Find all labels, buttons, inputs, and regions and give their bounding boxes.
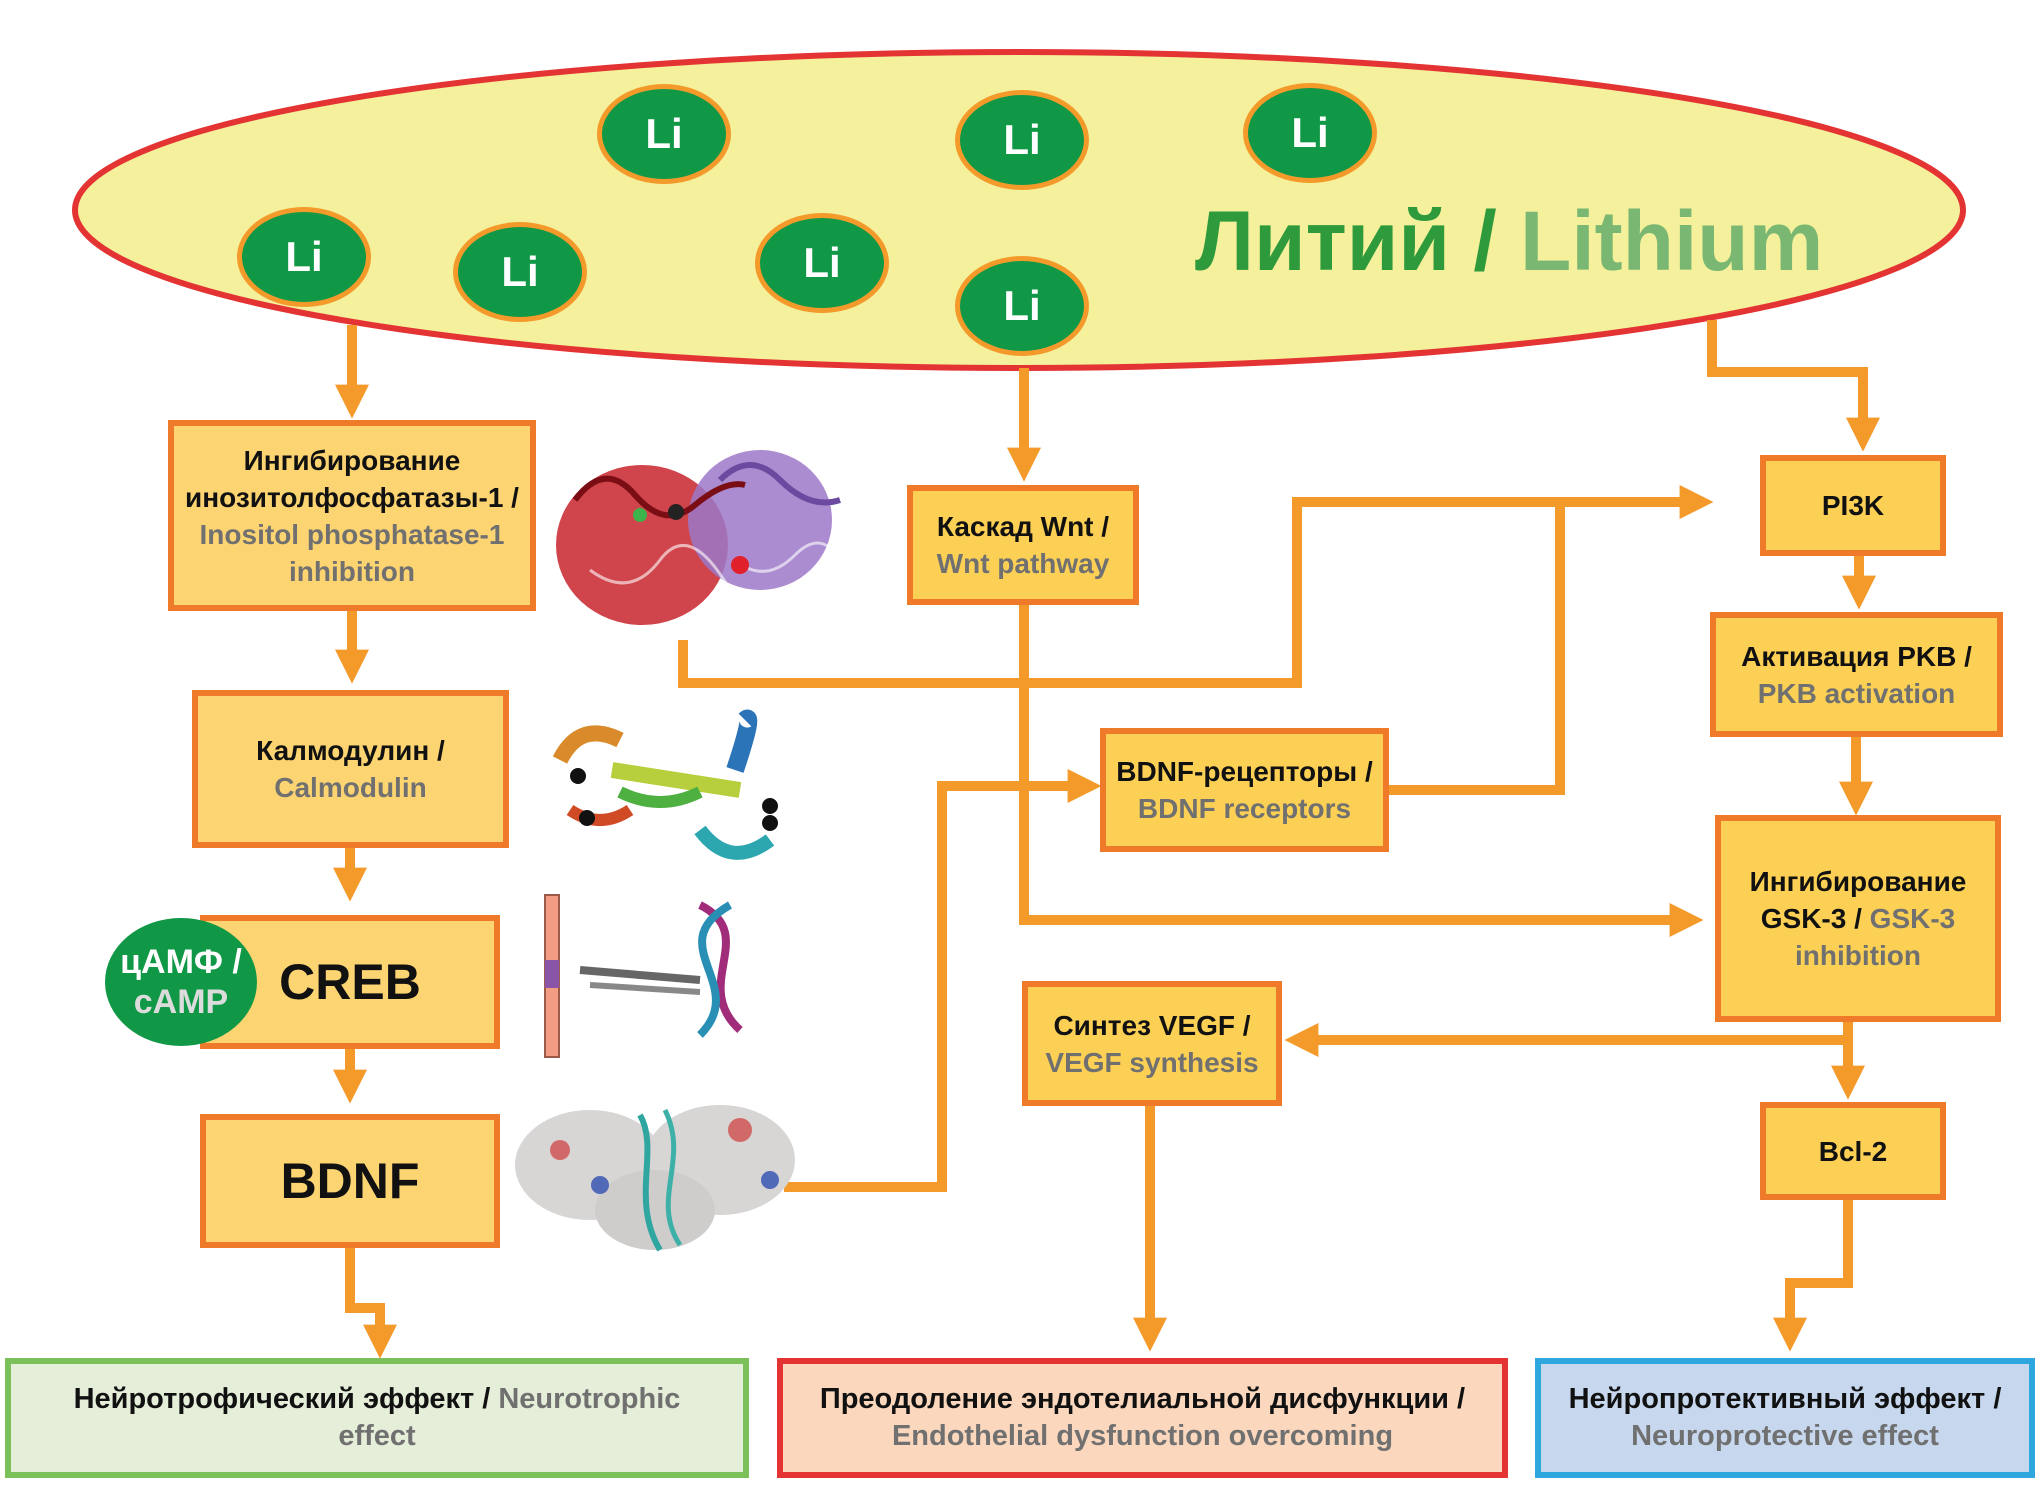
ipp1-label-en: Inositol phosphatase-1 inhibition [199, 518, 505, 587]
arrow-receptors-to-pi3k [1389, 507, 1565, 795]
ipp1-inhibition-box: Ингибирование инозитолфосфатазы-1 / Inos… [168, 420, 536, 611]
gsk3-label-en-inline: GSK-3 [1869, 903, 1956, 934]
bdnf-box: BDNF [200, 1114, 500, 1248]
calmodulin-box: Калмодулин / Calmodulin [192, 690, 509, 848]
arrow-bdnf-to-receptors [784, 768, 1102, 1192]
wnt-pathway-box: Каскад Wnt / Wnt pathway [907, 485, 1139, 605]
lithium-ion: Li [955, 90, 1089, 190]
gsk3-label-en-line3: inhibition [1795, 940, 1921, 971]
lithium-ion: Li [1243, 83, 1377, 183]
creb-box: CREB [200, 915, 500, 1049]
gsk3-label-ru-line2: GSK-3 / [1760, 903, 1862, 934]
neuroprotective-effect-box: Нейропротективный эффект / Neuroprotecti… [1535, 1358, 2035, 1478]
bdnf-surface-structure [515, 1105, 795, 1252]
vegf-label-ru: Синтез VEGF / [1053, 1009, 1251, 1041]
camp-label-en: cAMP [133, 983, 229, 1021]
neurotrophic-effect-box: Нейротрофический эффект / Neurotrophic e… [5, 1358, 749, 1478]
lithium-title-separator: / [1450, 194, 1521, 288]
neurotrophic-label: Нейротрофический эффект / Neurotrophic e… [31, 1381, 723, 1455]
lithium-title-en: Lithium [1520, 194, 1824, 288]
endothelial-label-en: Endothelial dysfunction overcoming [891, 1420, 1394, 1452]
bcl2-box: Bcl-2 [1760, 1102, 1946, 1200]
lithium-title: Литий / Lithium [1195, 195, 1823, 287]
neuroprotective-label-en: Neuroprotective effect [1631, 1420, 1939, 1452]
lithium-title-ru: Литий [1195, 194, 1450, 288]
neurotrophic-label-en: Neurotrophic effect [338, 1383, 681, 1452]
ipp1-label-ru: Ингибирование инозитолфосфатазы-1 / [185, 444, 519, 513]
bdnf-label: BDNF [280, 1153, 420, 1209]
lithium-ion: Li [597, 84, 731, 184]
camp-label-ru: цАМФ / [120, 943, 242, 981]
arrow-wnt-to-gsk3 [1019, 605, 1704, 938]
bdnf-receptors-label-en: BDNF receptors [1137, 793, 1352, 824]
neurotrophic-label-ru: Нейротрофический эффект / [73, 1383, 491, 1415]
pkb-label-en: PKB activation [1757, 677, 1956, 709]
pi3k-box: PI3K [1760, 455, 1946, 556]
pi3k-label: PI3K [1821, 490, 1885, 521]
arrow-bdnf-to-neurotrophic [345, 1248, 398, 1359]
camp-badge: цАМФ / cAMP [105, 918, 257, 1046]
lithium-ion: Li [955, 256, 1089, 356]
calmodulin-protein-structure [552, 709, 778, 860]
calmodulin-label-ru: Калмодулин / [256, 735, 445, 766]
neuroprotective-label-ru: Нейропротективный эффект / [1568, 1383, 2002, 1415]
endothelial-label-ru: Преодоление эндотелиальной дисфункции / [819, 1383, 1466, 1415]
pkb-label-ru: Активация PKB / [1741, 640, 1972, 672]
bdnf-receptors-label-ru: BDNF-рецепторы / [1116, 756, 1373, 787]
bcl2-label: Bcl-2 [1818, 1135, 1888, 1167]
creb-label: CREB [279, 954, 421, 1010]
gsk3-label-ru-line1: Ингибирование [1749, 866, 1967, 897]
creb-dna-binding-structure [544, 894, 743, 1058]
inositol-phosphatase-protein-structure [556, 450, 847, 625]
pkb-activation-box: Активация PKB / PKB activation [1710, 612, 2003, 737]
gsk3-inhibition-box: Ингибирование GSK-3 / GSK-3 inhibition [1715, 815, 2001, 1022]
vegf-label-en: VEGF synthesis [1045, 1046, 1259, 1078]
vegf-synthesis-box: Синтез VEGF / VEGF synthesis [1022, 981, 1282, 1106]
gsk3-label-line2: GSK-3 / GSK-3 [1761, 900, 1956, 937]
endothelial-effect-box: Преодоление эндотелиальной дисфункции / … [777, 1358, 1508, 1478]
lithium-ion: Li [755, 213, 889, 313]
wnt-label-ru: Каскад Wnt / [936, 511, 1110, 542]
lithium-ion: Li [453, 222, 587, 322]
arrow-bcl2-to-neuroprotective [1772, 1200, 1853, 1352]
bdnf-receptors-box: BDNF-рецепторы / BDNF receptors [1100, 728, 1389, 852]
calmodulin-label-en: Calmodulin [274, 772, 427, 803]
arrow-lithium-to-pi3k [1707, 320, 1881, 452]
lithium-ion: Li [237, 207, 371, 307]
wnt-label-en: Wnt pathway [936, 548, 1110, 579]
arrow-ipp1-to-pi3k [678, 484, 1714, 688]
